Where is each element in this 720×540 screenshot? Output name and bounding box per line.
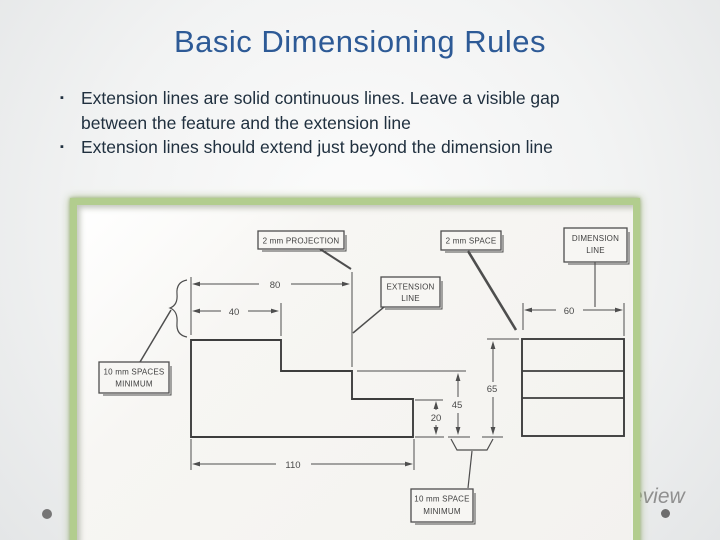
slide-title: Basic Dimensioning Rules xyxy=(173,24,547,59)
bullet-square-icon: ▪ xyxy=(60,141,64,153)
bullet-item: ▪ Extension lines are solid continuous l… xyxy=(60,86,616,135)
bullet-text: Extension lines should extend just beyon… xyxy=(81,137,553,157)
footer-text: eview xyxy=(631,485,685,508)
svg-text:LINE: LINE xyxy=(586,246,605,255)
svg-text:2 mm PROJECTION: 2 mm PROJECTION xyxy=(263,237,340,246)
bullet-item: ▪ Extension lines should extend just bey… xyxy=(60,135,616,160)
left-brace xyxy=(168,279,188,338)
dim-80: 80 xyxy=(270,280,281,291)
bullet-square-icon: ▪ xyxy=(60,92,64,104)
bullet-text: Extension lines are solid continuous lin… xyxy=(81,88,560,133)
label-spaces-minimum: 10 mm SPACES MINIMUM xyxy=(98,361,172,396)
label-boxes: 2 mm PROJECTION 2 mm SPACE DIMENSION LIN… xyxy=(98,227,630,525)
dim-65: 65 xyxy=(487,384,498,395)
diagram-frame: 80 40 60 110 20 45 65 xyxy=(70,198,640,540)
right-object xyxy=(521,338,625,437)
diagram-image: 80 40 60 110 20 45 65 xyxy=(77,205,633,540)
svg-text:LINE: LINE xyxy=(401,294,420,303)
bottom-bracket xyxy=(450,438,494,451)
svg-text:10 mm SPACES: 10 mm SPACES xyxy=(104,368,165,377)
part-outline xyxy=(190,339,414,438)
svg-text:10 mm SPACE: 10 mm SPACE xyxy=(414,495,469,504)
dim-110: 110 xyxy=(285,460,300,471)
bullet-list: ▪ Extension lines are solid continuous l… xyxy=(60,86,616,160)
dim-40: 40 xyxy=(229,307,240,318)
dim-20: 20 xyxy=(431,413,442,424)
label-space: 2 mm SPACE xyxy=(440,230,504,253)
arrowheads xyxy=(192,281,623,467)
svg-text:DIMENSION: DIMENSION xyxy=(572,234,619,243)
decorative-dot-right xyxy=(661,509,670,518)
svg-text:2 mm SPACE: 2 mm SPACE xyxy=(446,237,497,246)
dimensioning-diagram: 80 40 60 110 20 45 65 xyxy=(98,227,630,525)
svg-text:MINIMUM: MINIMUM xyxy=(423,507,461,516)
label-dimension-line: DIMENSION LINE xyxy=(563,227,630,265)
label-space-minimum: 10 mm SPACE MINIMUM xyxy=(410,488,476,525)
label-extension-line: EXTENSION LINE xyxy=(380,276,443,310)
svg-text:MINIMUM: MINIMUM xyxy=(115,380,153,389)
label-projection: 2 mm PROJECTION xyxy=(257,230,347,252)
svg-text:EXTENSION: EXTENSION xyxy=(386,283,434,292)
extension-lines xyxy=(190,272,625,470)
dim-45: 45 xyxy=(452,400,463,411)
decorative-dot-left xyxy=(42,509,52,519)
leader-lines xyxy=(139,248,596,489)
dimension-lines xyxy=(199,283,617,465)
dim-60: 60 xyxy=(564,306,575,317)
dimension-values: 80 40 60 110 20 45 65 xyxy=(229,280,575,471)
